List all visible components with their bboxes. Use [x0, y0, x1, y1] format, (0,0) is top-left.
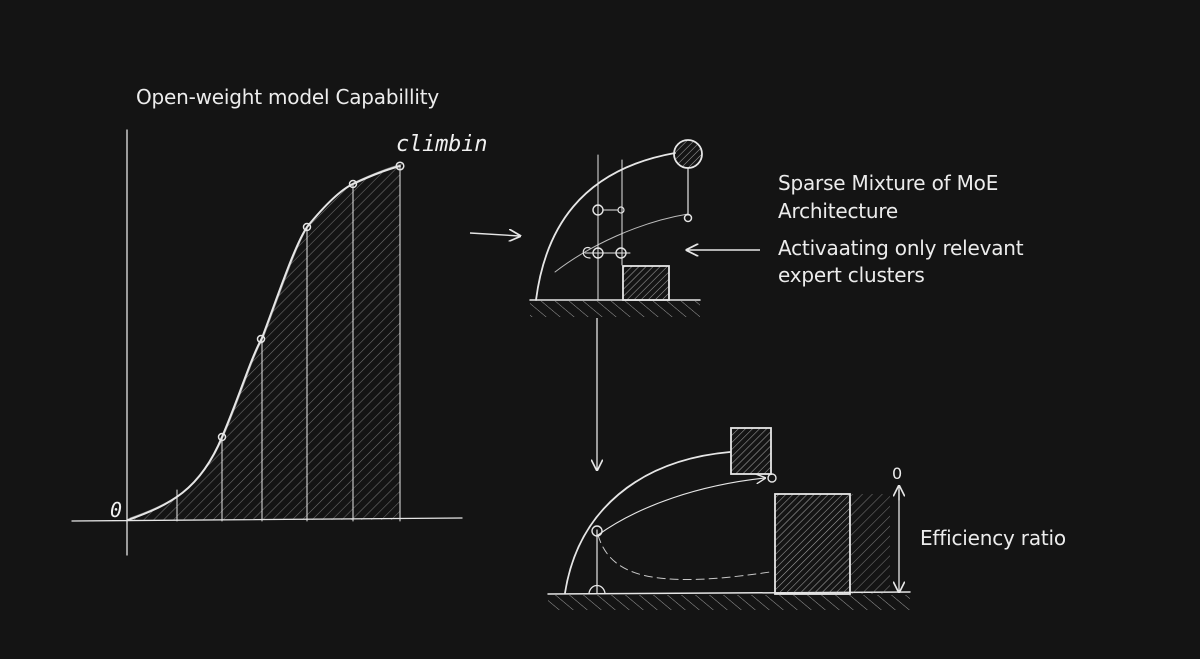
activation-line2: expert clusters — [778, 263, 925, 287]
capability-point — [348, 179, 358, 189]
efficiency-large-box — [774, 493, 851, 595]
arrow-to-moe — [469, 233, 520, 236]
capability-point — [217, 432, 227, 442]
capability-point — [302, 222, 312, 232]
moe-expert-box — [622, 265, 670, 301]
efficiency-ground-hatch — [548, 595, 910, 610]
capability-point — [256, 334, 266, 344]
moe-ground-hatch — [530, 301, 700, 317]
capability-annotation: climbin — [396, 132, 488, 157]
capability-chart — [71, 129, 463, 556]
capability-x-axis — [71, 517, 463, 522]
efficiency-sketch — [547, 427, 911, 610]
capability-title: Open-weight model Capabillity — [136, 85, 440, 109]
capability-origin-label: 0 — [110, 498, 122, 522]
capability-point — [395, 161, 405, 171]
moe-sketch — [529, 139, 703, 317]
moe-title-line1: Sparse Mixture of MoE — [778, 171, 999, 195]
efficiency-top-label: 0 — [892, 464, 902, 483]
moe-node-small — [683, 213, 693, 223]
efficiency-label: Efficiency ratio — [920, 526, 1066, 550]
efficiency-node — [591, 525, 603, 537]
moe-title-line2: Architecture — [778, 199, 899, 223]
moe-node-large — [673, 139, 703, 169]
efficiency-arc — [564, 451, 731, 594]
moe-arc — [535, 152, 676, 301]
capability-area — [128, 166, 400, 520]
efficiency-top-box — [730, 427, 772, 475]
moe-expert-node — [617, 206, 625, 214]
activation-line1: Activaating only relevant — [778, 236, 1024, 260]
